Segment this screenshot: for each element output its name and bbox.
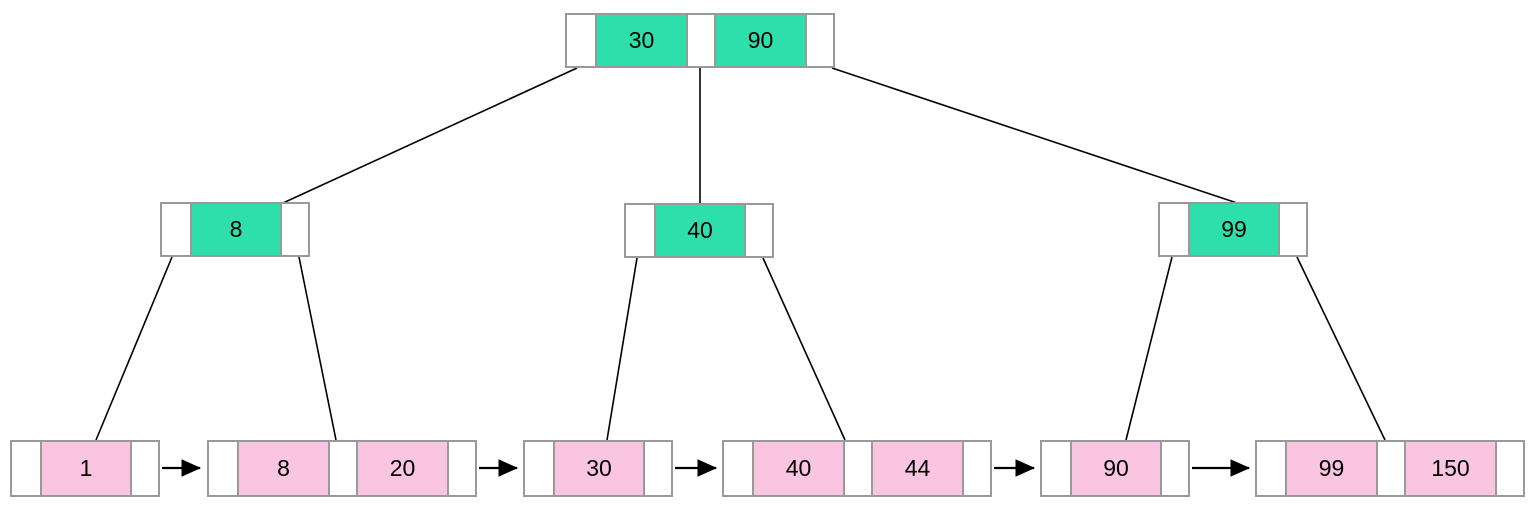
key-label: 150 — [1431, 455, 1470, 481]
pointer-cell — [130, 442, 158, 495]
key-cell: 99 — [1285, 442, 1376, 495]
edge-99-to-leaf-90 — [1125, 256, 1173, 441]
key-cell: 8 — [190, 204, 280, 255]
pointer-cell — [962, 442, 990, 495]
root-node: 30 90 — [565, 13, 835, 68]
pointer-cell — [843, 442, 871, 495]
edge-99-to-leaf-99-150 — [1296, 256, 1386, 441]
internal-node-8: 8 — [160, 202, 310, 257]
key-label: 20 — [389, 455, 416, 481]
pointer-cell — [12, 442, 40, 495]
edge-8-to-leaf-8-20 — [298, 256, 337, 441]
key-cell: 8 — [237, 442, 328, 495]
leaf-node-8-20: 8 20 — [207, 440, 477, 497]
key-cell: 30 — [595, 15, 686, 66]
pointer-cell — [643, 442, 671, 495]
pointer-cell — [209, 442, 237, 495]
pointer-cell — [567, 15, 595, 66]
key-cell: 30 — [553, 442, 643, 495]
edge-root-to-8 — [282, 67, 578, 204]
edge-40-to-leaf-40-44 — [762, 257, 846, 441]
internal-node-40: 40 — [624, 203, 774, 258]
key-cell: 40 — [654, 205, 744, 256]
key-cell: 20 — [356, 442, 447, 495]
internal-node-99: 99 — [1158, 202, 1308, 257]
leaf-node-40-44: 40 44 — [722, 440, 992, 497]
leaf-node-90: 90 — [1040, 440, 1190, 497]
key-cell: 44 — [871, 442, 962, 495]
pointer-cell — [805, 15, 833, 66]
key-label: 30 — [586, 455, 612, 481]
pointer-cell — [280, 204, 308, 255]
pointer-cell — [626, 205, 654, 256]
pointer-cell — [162, 204, 190, 255]
pointer-cell — [1160, 442, 1188, 495]
leaf-node-30: 30 — [523, 440, 673, 497]
pointer-cell — [447, 442, 475, 495]
key-label: 30 — [628, 27, 655, 53]
pointer-cell — [724, 442, 752, 495]
edge-40-to-leaf-30 — [606, 257, 638, 441]
key-label: 40 — [687, 217, 713, 243]
pointer-cell — [1278, 204, 1306, 255]
pointer-cell — [328, 442, 356, 495]
key-cell: 90 — [1070, 442, 1160, 495]
key-label: 90 — [1103, 455, 1129, 481]
pointer-cell — [525, 442, 553, 495]
pointer-cell — [1376, 442, 1404, 495]
key-label: 40 — [785, 455, 812, 481]
key-label: 99 — [1318, 455, 1345, 481]
pointer-cell — [1495, 442, 1523, 495]
pointer-cell — [686, 15, 714, 66]
key-label: 8 — [229, 216, 243, 242]
pointer-cell — [1257, 442, 1285, 495]
leaf-node-99-150: 99 150 — [1255, 440, 1525, 497]
key-cell: 1 — [40, 442, 130, 495]
pointer-cell — [1160, 204, 1188, 255]
pointer-cell — [1042, 442, 1070, 495]
key-label: 1 — [79, 455, 93, 481]
key-cell: 99 — [1188, 204, 1278, 255]
key-cell: 90 — [714, 15, 805, 66]
edge-8-to-leaf-1 — [95, 256, 173, 441]
key-label: 44 — [904, 455, 931, 481]
pointer-cell — [744, 205, 772, 256]
edge-root-to-99 — [831, 67, 1238, 204]
key-cell: 150 — [1404, 442, 1495, 495]
key-label: 8 — [277, 455, 290, 481]
key-label: 99 — [1221, 216, 1247, 242]
leaf-node-1: 1 — [10, 440, 160, 497]
key-label: 90 — [747, 27, 774, 53]
key-cell: 40 — [752, 442, 843, 495]
